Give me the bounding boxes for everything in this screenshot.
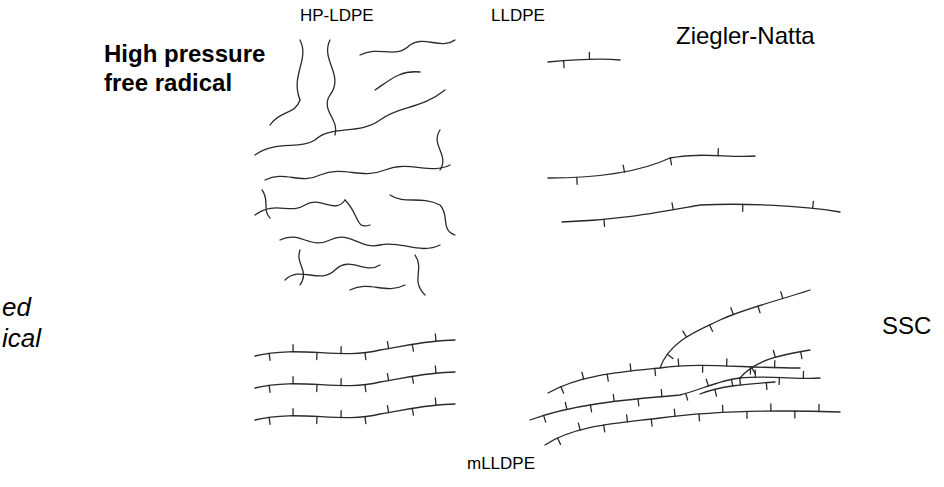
branch-tick <box>607 374 608 381</box>
branch-tick <box>316 385 318 392</box>
branch-tick <box>803 371 804 378</box>
branch-tick <box>603 219 605 226</box>
branch-tick <box>715 389 717 396</box>
branch-tick <box>812 201 814 208</box>
branch-tick <box>340 347 341 354</box>
branch-tick <box>582 372 584 379</box>
branch-tick <box>544 415 546 422</box>
branch-tick <box>667 354 673 358</box>
branch-tick <box>292 345 293 352</box>
branch-tick <box>706 379 708 386</box>
branch-tick <box>387 342 388 349</box>
short-chain-branches <box>269 52 819 444</box>
branch-tick <box>683 331 687 337</box>
branch-tick <box>686 393 688 400</box>
branch-tick <box>742 204 743 211</box>
branch-tick <box>578 423 580 430</box>
mlldpe-chains <box>255 290 840 445</box>
branch-tick <box>364 353 366 360</box>
branch-tick <box>781 292 783 299</box>
branch-tick <box>739 378 741 385</box>
branch-tick <box>435 366 437 373</box>
branch-tick <box>558 438 561 444</box>
polymer-name: HP-LDPE <box>300 6 374 26</box>
branch-tick <box>661 390 663 397</box>
branch-tick <box>364 417 366 424</box>
branch-tick <box>672 203 673 210</box>
process-name: High pressure free radical <box>104 40 274 98</box>
branch-tick <box>726 359 728 366</box>
branch-tick <box>268 417 270 424</box>
branch-tick <box>773 351 775 358</box>
branch-tick <box>766 383 768 390</box>
branch-tick <box>722 405 724 412</box>
branch-tick <box>316 417 318 424</box>
branch-tick <box>630 364 632 371</box>
branch-tick <box>654 369 656 376</box>
branch-tick <box>590 405 591 412</box>
branch-tick <box>752 368 756 374</box>
catalyst-name: Ziegler-Natta <box>676 22 815 51</box>
branch-tick <box>292 377 293 384</box>
branch-tick <box>758 306 760 313</box>
branch-tick <box>623 165 624 172</box>
branch-tick <box>412 344 413 351</box>
branch-tick <box>565 402 566 409</box>
branch-tick <box>746 411 747 418</box>
branch-tick <box>292 409 293 416</box>
branch-tick <box>435 398 437 405</box>
branch-tick <box>268 385 270 392</box>
branch-tick <box>731 308 733 315</box>
branch-tick <box>387 406 388 413</box>
branch-tick <box>818 404 819 411</box>
branch-tick <box>674 409 676 416</box>
branch-tick <box>717 149 719 156</box>
branch-tick <box>561 387 564 393</box>
branch-tick <box>412 408 413 415</box>
branch-tick <box>604 425 605 432</box>
branch-tick <box>589 52 590 59</box>
lldpe-chains <box>548 59 840 222</box>
polymer-name: mLLDPE <box>467 454 535 474</box>
branch-tick <box>364 385 366 392</box>
branch-tick <box>670 158 671 165</box>
branch-tick <box>651 419 653 426</box>
branch-tick <box>563 61 565 68</box>
branch-tick <box>637 399 639 406</box>
branch-tick <box>702 365 703 372</box>
hp-ldpe-chains <box>255 40 455 295</box>
branch-tick <box>613 395 615 402</box>
branch-tick <box>698 414 700 421</box>
branch-tick <box>316 353 318 360</box>
branch-tick <box>340 411 341 418</box>
branch-tick <box>412 376 413 383</box>
catalyst-name: SSC <box>882 312 931 341</box>
branch-tick <box>770 404 771 411</box>
branch-tick <box>731 379 732 386</box>
branch-tick <box>340 379 341 386</box>
branch-tick <box>626 415 628 422</box>
branch-tick <box>268 353 270 360</box>
branch-tick <box>435 334 437 341</box>
branch-tick <box>387 374 388 381</box>
polymer-name: LLDPE <box>491 6 545 26</box>
branch-tick <box>710 325 713 331</box>
process-name: ed ical <box>2 292 60 354</box>
branch-tick <box>801 352 802 359</box>
branch-tick <box>576 177 578 184</box>
branch-tick <box>678 359 680 366</box>
branch-tick <box>774 361 775 368</box>
branch-tick <box>778 377 780 384</box>
branch-tick <box>794 411 795 418</box>
